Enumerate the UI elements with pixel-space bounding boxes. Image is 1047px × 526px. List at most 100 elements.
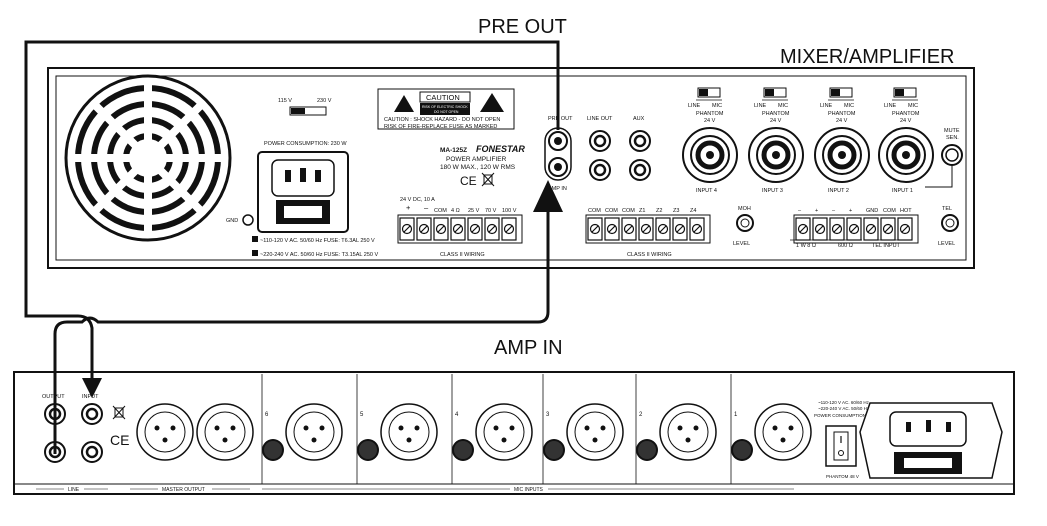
caution-sub-2: DO NOT OPEN <box>434 110 459 114</box>
mic-xlr-input[interactable] <box>475 403 533 461</box>
tel-terminal-screw[interactable] <box>829 217 845 241</box>
voltage-selector-switch[interactable] <box>289 106 327 116</box>
mixer-fuse-note-220v: ~220-240 V AC. 50/60 Hz <box>818 406 870 411</box>
channel-number: 2 <box>639 412 643 418</box>
input-label: INPUT 2 <box>828 188 849 194</box>
zone-terminal-screw[interactable] <box>587 217 603 241</box>
line-mic-switch[interactable] <box>697 87 721 98</box>
tel-level-label: LEVEL <box>938 241 955 247</box>
mixer-rear-panel: OUTPUT INPUT CE <box>13 371 1015 495</box>
mic-jack[interactable] <box>543 439 565 461</box>
terminal-screw[interactable] <box>467 217 483 241</box>
mixer-phantom-label: PHANTOM 48 V <box>826 474 859 479</box>
amplifier-rear-panel: 115 V 230 V POWER CONSUMPTION: 230 W GND… <box>47 67 975 269</box>
channel-number: 4 <box>455 412 459 418</box>
zone-terminal-screw[interactable] <box>672 217 688 241</box>
lightning-warning-icon <box>394 95 414 112</box>
combo-input-jack[interactable] <box>814 127 870 183</box>
aux-label: AUX <box>633 116 645 122</box>
fan-grille <box>64 74 232 242</box>
amp-in-jack-label: AMP IN <box>548 186 567 192</box>
zone-terminal-screw[interactable] <box>638 217 654 241</box>
tel-terminal-screw[interactable] <box>880 217 896 241</box>
mic-xlr-input[interactable] <box>754 403 812 461</box>
pre-out-jack-label: PRE OUT <box>548 116 573 122</box>
mixer-power-consumption: POWER CONSUMPTION: 12 W <box>814 413 880 418</box>
fuse-note-110v: ~110-120 V AC. 50/60 Hz FUSE: T6.3AL 250… <box>260 238 375 244</box>
zone-terminal-screw[interactable] <box>621 217 637 241</box>
phantom-label: PHANTOM <box>828 111 856 117</box>
amp-in-heading: AMP IN <box>494 337 563 359</box>
gnd-screw[interactable] <box>242 214 254 226</box>
tel-terminal-screw[interactable] <box>846 217 862 241</box>
line-mic-switch[interactable] <box>893 87 917 98</box>
mic-jack[interactable] <box>731 439 753 461</box>
mic-xlr-input[interactable] <box>380 403 438 461</box>
tel-terminal-label: HOT <box>900 208 912 214</box>
power-inlet-socket[interactable] <box>257 151 349 233</box>
tel-terminal-label: – <box>832 208 836 214</box>
mic-jack[interactable] <box>262 439 284 461</box>
zone-terminal-label: Z1 <box>639 208 645 214</box>
mixer-power-switch[interactable] <box>825 425 857 467</box>
tel-terminal-label: GND <box>866 208 878 214</box>
line-label: LINE <box>68 487 80 493</box>
line-mic-switch[interactable] <box>763 87 787 98</box>
weee-bin-icon-mixer <box>112 405 126 420</box>
class-ii-wiring-label-2: CLASS II WIRING <box>627 252 672 258</box>
switch-line-label: LINE <box>884 103 897 109</box>
line-mic-switch[interactable] <box>829 87 853 98</box>
master-output-xlr-right[interactable] <box>196 403 254 461</box>
terminal-screw[interactable] <box>450 217 466 241</box>
mixer-power-inlet[interactable] <box>859 402 1003 479</box>
tel-terminal-screw[interactable] <box>812 217 828 241</box>
phantom-voltage-label: 24 V <box>704 118 716 124</box>
mic-xlr-input[interactable] <box>566 403 624 461</box>
amp-description-2: 180 W MAX., 120 W RMS <box>440 164 516 171</box>
tel-terminal-label: + <box>849 208 852 214</box>
terminal-label: COM <box>434 208 447 214</box>
weee-bin-icon <box>481 172 495 187</box>
mic-jack[interactable] <box>636 439 658 461</box>
tel-terminal-screw[interactable] <box>863 217 879 241</box>
terminal-screw[interactable] <box>484 217 500 241</box>
terminal-screw[interactable] <box>433 217 449 241</box>
phantom-voltage-label: 24 V <box>770 118 782 124</box>
line-out-label: LINE OUT <box>587 116 613 122</box>
phantom-label: PHANTOM <box>696 111 724 117</box>
caution-line-2: RISK OF FIRE-REPLACE FUSE AS MARKED <box>384 124 497 130</box>
ohm600-label: 600 Ω <box>838 243 853 249</box>
tel-terminal-screw[interactable] <box>897 217 913 241</box>
tel-terminal-label: COM <box>883 208 896 214</box>
tel-input-label: TEL INPUT <box>872 243 901 249</box>
mixer-ce-mark: CE <box>110 432 129 448</box>
dc-plus-label: + <box>406 203 411 212</box>
switch-mic-label: MIC <box>908 103 918 109</box>
combo-input-jack[interactable] <box>682 127 738 183</box>
terminal-screw[interactable] <box>416 217 432 241</box>
pre-out-arrow-icon <box>82 378 102 398</box>
mic-xlr-input[interactable] <box>659 403 717 461</box>
terminal-screw[interactable] <box>501 217 517 241</box>
combo-input-jack[interactable] <box>878 127 934 183</box>
combo-input-jack[interactable] <box>748 127 804 183</box>
mic-xlr-input[interactable] <box>285 403 343 461</box>
switch-mic-label: MIC <box>844 103 854 109</box>
voltage-115-label: 115 V <box>278 98 292 104</box>
input-label: INPUT 3 <box>762 188 783 194</box>
terminal-screw[interactable] <box>399 217 415 241</box>
zone-terminal-screw[interactable] <box>689 217 705 241</box>
mic-jack[interactable] <box>357 439 379 461</box>
zone-terminal-screw[interactable] <box>604 217 620 241</box>
input-label: INPUT 1 <box>892 188 913 194</box>
master-output-xlr-left[interactable] <box>136 403 194 461</box>
pre-out-cable <box>24 40 560 378</box>
tel-terminal-screw[interactable] <box>795 217 811 241</box>
phantom-voltage-label: 24 V <box>900 118 912 124</box>
mic-jack[interactable] <box>452 439 474 461</box>
zone-terminal-screw[interactable] <box>655 217 671 241</box>
